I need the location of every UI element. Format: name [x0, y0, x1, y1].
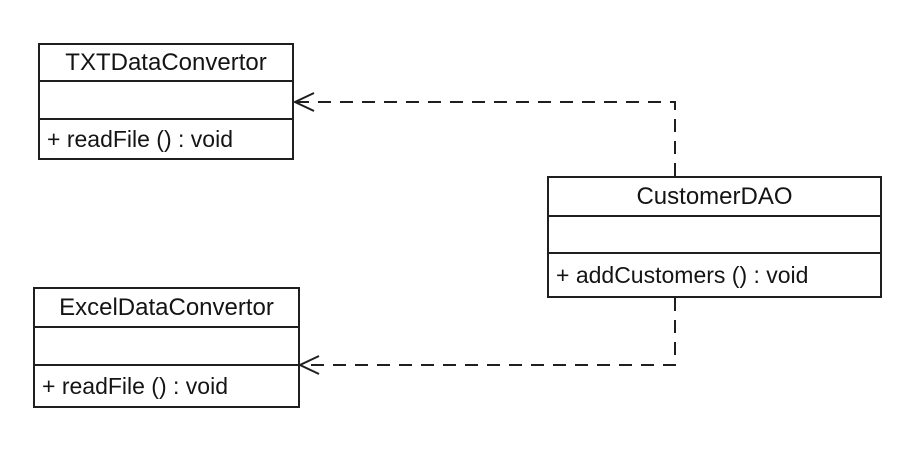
class-box-customerdao[interactable]: CustomerDAO + addCustomers () : void	[547, 176, 882, 298]
dependency-arrow-customerdao-to-txtdataconvertor	[292, 92, 676, 176]
class-name: TXTDataConvertor	[40, 45, 292, 82]
class-name: CustomerDAO	[549, 178, 880, 217]
open-arrowhead-icon	[292, 92, 315, 112]
method-signature: + readFile () : void	[42, 372, 228, 399]
class-name: ExcelDataConvertor	[35, 289, 298, 328]
attributes-compartment	[40, 82, 292, 120]
method-signature: + addCustomers () : void	[556, 261, 809, 288]
method-signature: + readFile () : void	[47, 125, 233, 152]
open-arrowhead-icon	[297, 355, 320, 375]
class-box-txtdataconvertor[interactable]: TXTDataConvertor + readFile () : void	[38, 43, 294, 160]
attributes-compartment	[35, 328, 298, 366]
dependency-arrow-customerdao-to-exceldataconvertor	[297, 298, 676, 375]
class-box-exceldataconvertor[interactable]: ExcelDataConvertor + readFile () : void	[33, 287, 300, 408]
attributes-compartment	[549, 217, 880, 254]
